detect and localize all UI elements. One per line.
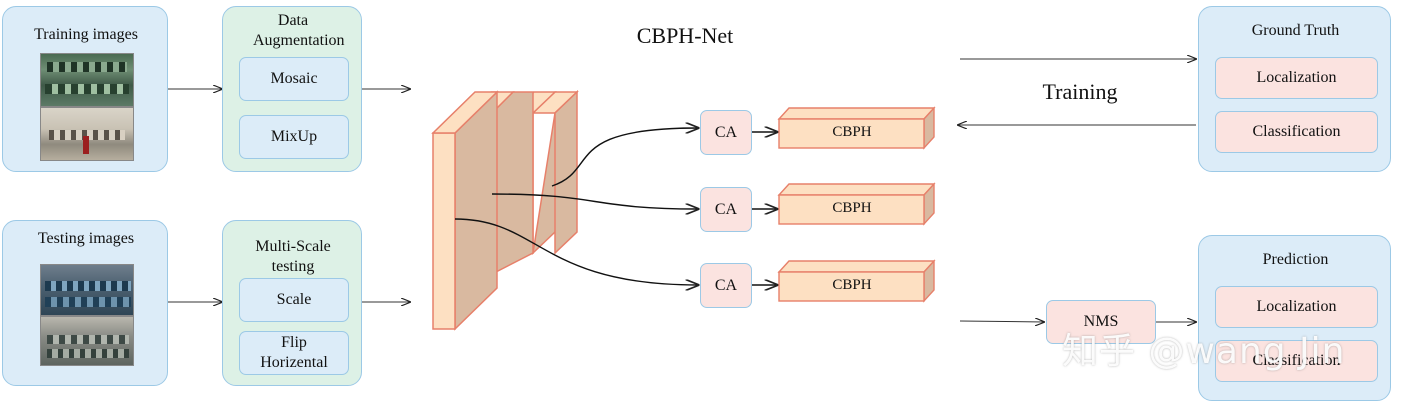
ca-box-1: CA <box>700 110 752 155</box>
flip-horizontal-box: Flip Horizental <box>239 331 349 375</box>
multi-scale-testing-panel: Multi-Scale testing Scale Flip Horizenta… <box>222 220 362 386</box>
pred-classification-box: Classification <box>1215 340 1378 382</box>
training-images-title: Training images <box>34 26 138 43</box>
testing-image-1 <box>40 264 134 316</box>
feature-pyramid <box>431 89 579 331</box>
ground-truth-panel: Ground Truth Localization Classification <box>1198 6 1391 172</box>
cbph-label-3: CBPH <box>832 277 872 293</box>
ca-box-3: CA <box>700 263 752 308</box>
arrow-net-to-nms <box>959 321 1044 322</box>
scale-box: Scale <box>239 278 349 322</box>
cbph-bar-2 <box>777 182 936 226</box>
data-augmentation-title: Data Augmentation <box>253 12 345 49</box>
training-image-1 <box>40 53 134 107</box>
cbph-label-2: CBPH <box>832 200 872 216</box>
training-image-2 <box>40 107 134 161</box>
cbph-bar-3 <box>777 259 936 303</box>
gt-classification-box: Classification <box>1215 111 1378 153</box>
cbph-bar-1 <box>777 106 936 150</box>
ca-box-2: CA <box>700 187 752 232</box>
nms-box: NMS <box>1046 300 1156 344</box>
training-label: Training <box>1042 79 1118 104</box>
curve-to-ca-1 <box>551 128 698 187</box>
mosaic-box: Mosaic <box>239 57 349 101</box>
testing-images-title: Testing images <box>37 230 135 247</box>
cbph-net-title: CBPH-Net <box>636 23 734 48</box>
multi-scale-testing-title: Multi-Scale testing <box>255 238 331 275</box>
mixup-box: MixUp <box>239 115 349 159</box>
data-augmentation-panel: Data Augmentation Mosaic MixUp <box>222 6 362 172</box>
curve-to-ca-3 <box>454 218 698 285</box>
testing-images-panel: Testing images <box>2 220 168 386</box>
prediction-title: Prediction <box>1262 251 1329 268</box>
ground-truth-title: Ground Truth <box>1251 22 1340 39</box>
testing-image-2 <box>40 316 134 366</box>
cbph-label-1: CBPH <box>832 124 872 140</box>
gt-localization-box: Localization <box>1215 57 1378 99</box>
pred-localization-box: Localization <box>1215 286 1378 328</box>
prediction-panel: Prediction Localization Classification <box>1198 235 1391 401</box>
feature-block-1 <box>431 90 499 331</box>
curve-to-ca-2 <box>491 193 698 209</box>
training-images-panel: Training images <box>2 6 168 172</box>
